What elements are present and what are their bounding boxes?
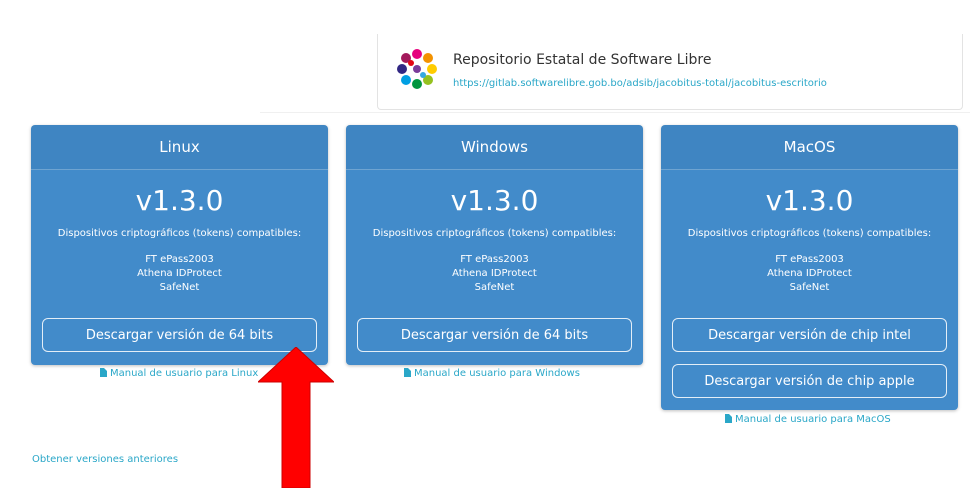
device-item: FT ePass2003 — [460, 254, 529, 265]
device-item: FT ePass2003 — [145, 254, 214, 265]
device-item: SafeNet — [789, 282, 830, 293]
download-linux-64bit-button[interactable]: Descargar versión de 64 bits — [42, 318, 317, 352]
file-icon — [404, 368, 411, 377]
card-os-title: Linux — [31, 125, 328, 170]
card-version: v1.3.0 — [765, 184, 854, 217]
manual-linux-label: Manual de usuario para Linux — [110, 368, 259, 379]
header-divider — [260, 112, 970, 113]
card-linux: Linux v1.3.0 Dispositivos criptográficos… — [31, 125, 328, 365]
device-item: FT ePass2003 — [775, 254, 844, 265]
download-macos-intel-button[interactable]: Descargar versión de chip intel — [672, 318, 947, 352]
device-item: SafeNet — [474, 282, 515, 293]
manual-macos-label: Manual de usuario para MacOS — [735, 414, 891, 425]
card-windows: Windows v1.3.0 Dispositivos criptográfic… — [346, 125, 643, 365]
manual-linux-link[interactable]: Manual de usuario para Linux — [100, 368, 258, 379]
card-version: v1.3.0 — [450, 184, 539, 217]
device-list: FT ePass2003 Athena IDProtect SafeNet — [346, 253, 643, 295]
card-version: v1.3.0 — [135, 184, 224, 217]
device-item: Athena IDProtect — [137, 268, 222, 279]
device-list: FT ePass2003 Athena IDProtect SafeNet — [661, 253, 958, 295]
device-item: Athena IDProtect — [452, 268, 537, 279]
older-versions-link[interactable]: Obtener versiones anteriores — [32, 454, 179, 465]
manual-windows-link[interactable]: Manual de usuario para Windows — [404, 368, 580, 379]
red-arrow-annotation-icon — [258, 347, 334, 488]
manual-windows-label: Manual de usuario para Windows — [414, 368, 580, 379]
file-icon — [100, 368, 107, 377]
device-list: FT ePass2003 Athena IDProtect SafeNet — [31, 253, 328, 295]
devices-label: Dispositivos criptográficos (tokens) com… — [57, 228, 302, 239]
devices-label: Dispositivos criptográficos (tokens) com… — [687, 228, 932, 239]
device-item: SafeNet — [159, 282, 200, 293]
card-macos: MacOS v1.3.0 Dispositivos criptográficos… — [661, 125, 958, 410]
repository-info-box: Repositorio Estatal de Software Libre ht… — [377, 34, 963, 110]
download-windows-64bit-button[interactable]: Descargar versión de 64 bits — [357, 318, 632, 352]
download-macos-apple-button[interactable]: Descargar versión de chip apple — [672, 364, 947, 398]
card-os-title: Windows — [346, 125, 643, 170]
repository-title: Repositorio Estatal de Software Libre — [453, 52, 712, 68]
card-os-title: MacOS — [661, 125, 958, 170]
devices-label: Dispositivos criptográficos (tokens) com… — [372, 228, 617, 239]
manual-macos-link[interactable]: Manual de usuario para MacOS — [725, 414, 891, 425]
file-icon — [725, 414, 732, 423]
software-libre-logo-icon — [397, 49, 437, 89]
device-item: Athena IDProtect — [767, 268, 852, 279]
repository-url-link[interactable]: https://gitlab.softwarelibre.gob.bo/adsi… — [453, 78, 827, 89]
